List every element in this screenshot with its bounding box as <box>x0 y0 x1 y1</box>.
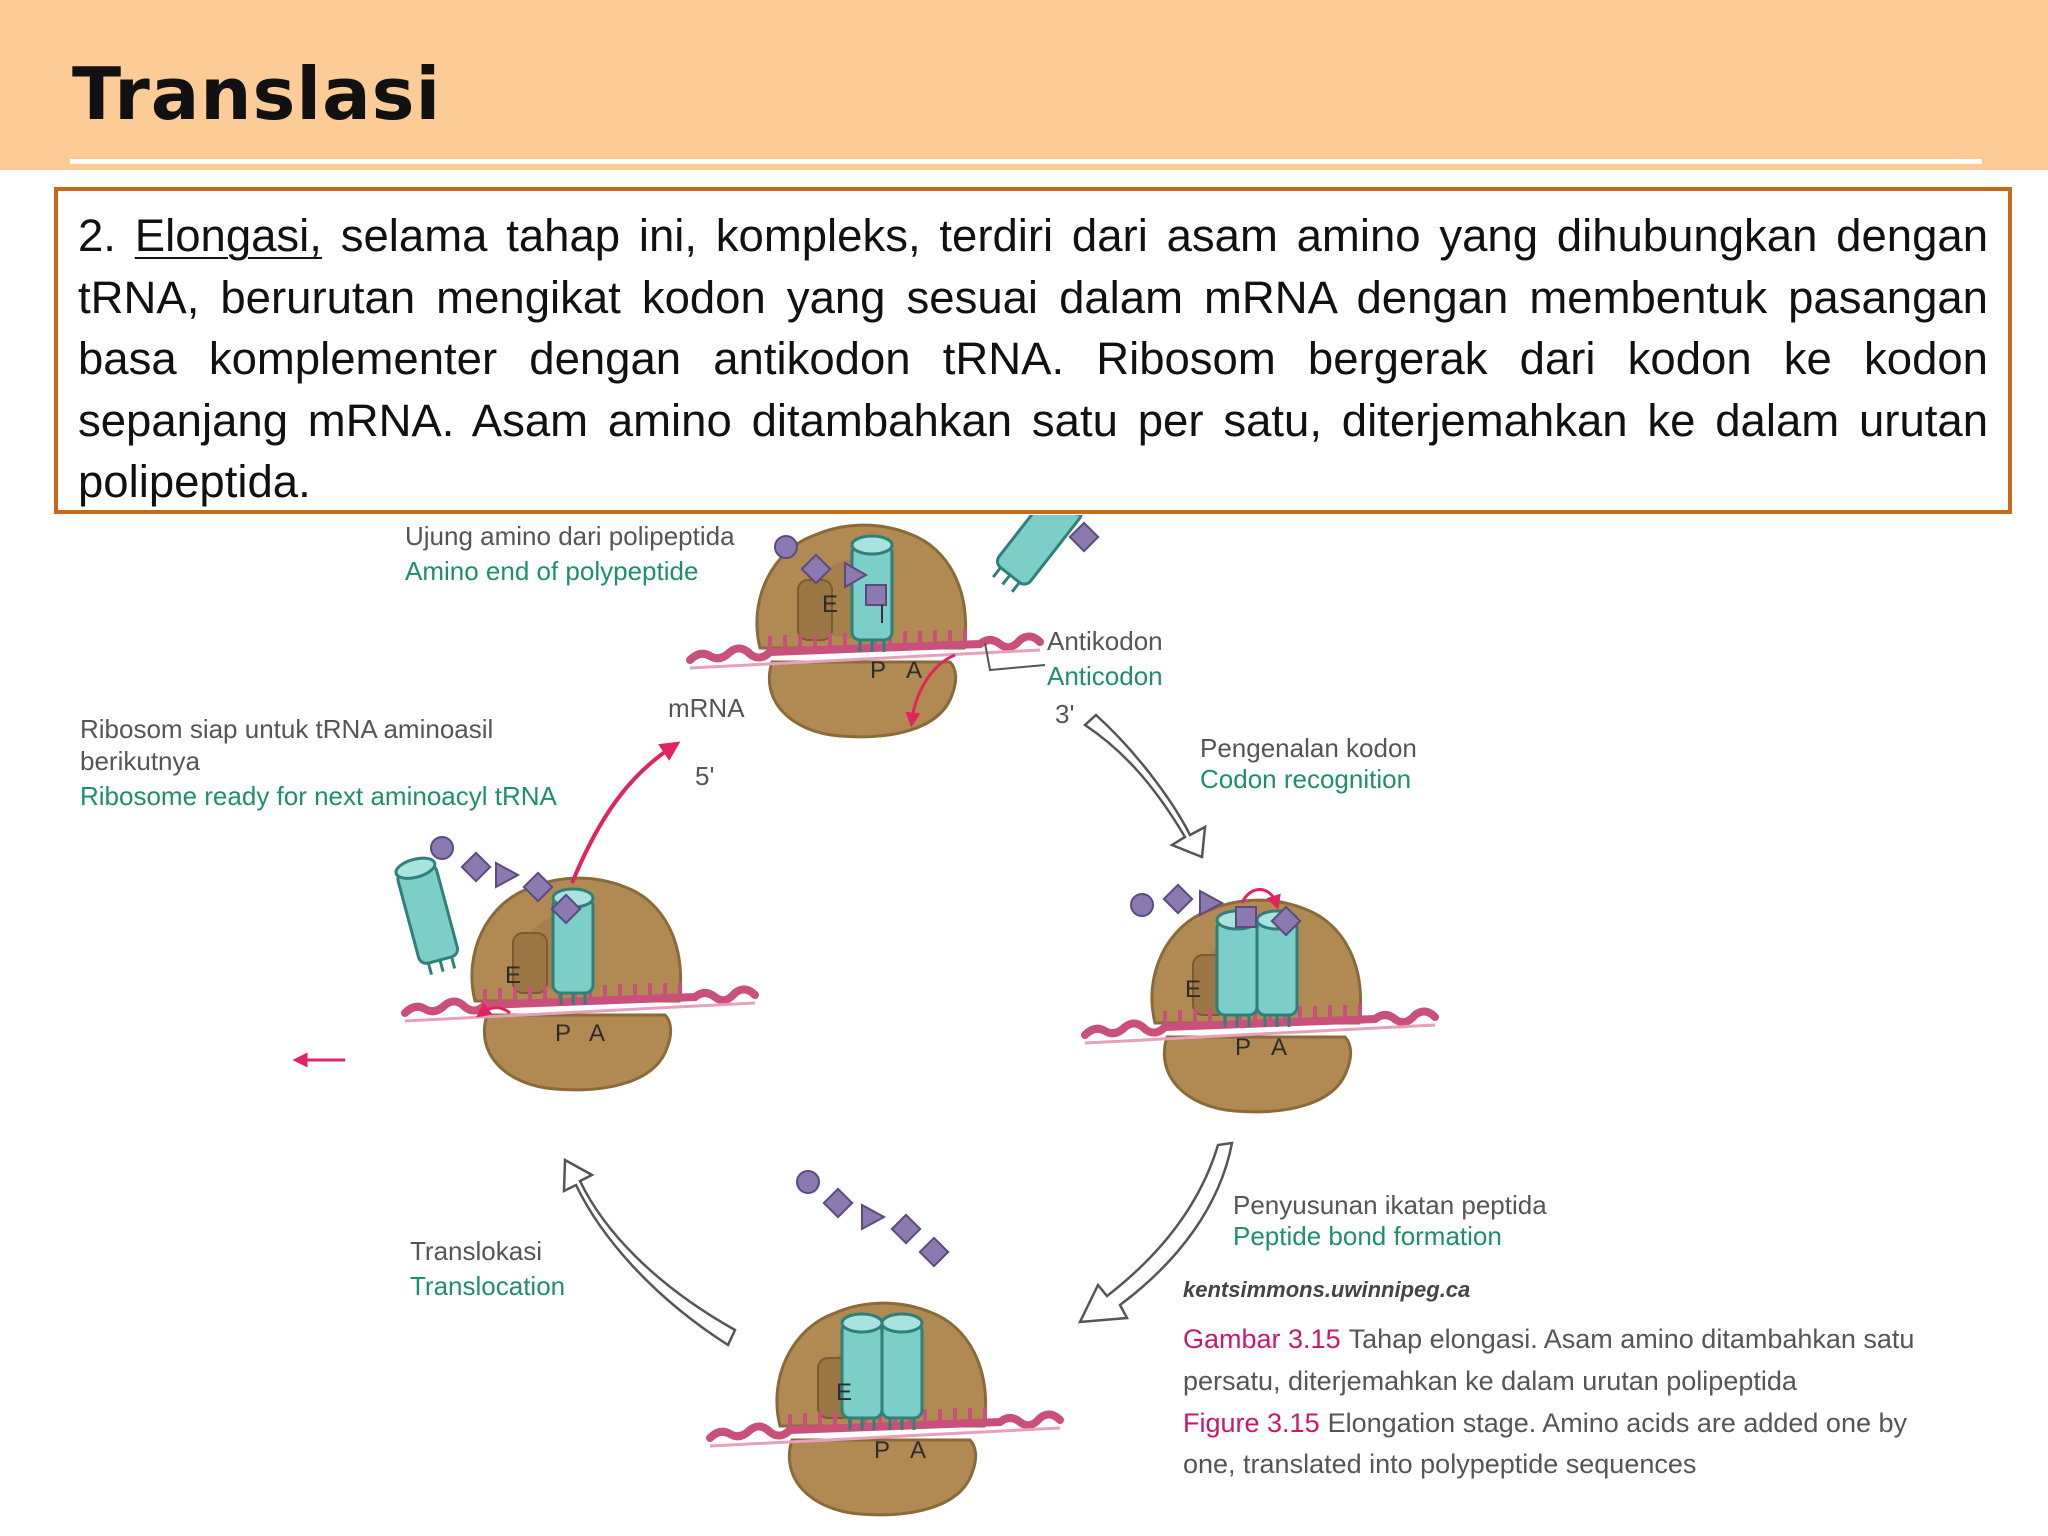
site-a-label: A <box>906 657 922 684</box>
site-p-label: P <box>1235 1034 1251 1061</box>
polypeptide-chain-top <box>774 521 1100 623</box>
caption-en-number: Figure 3.15 <box>1183 1408 1320 1438</box>
site-a-label: A <box>589 1020 605 1047</box>
header-band <box>0 0 2048 170</box>
peptide-bond-label-id: Penyusunan ikatan peptida <box>1233 1190 1547 1220</box>
exiting-trna <box>392 852 464 979</box>
site-p-label: P <box>870 657 886 684</box>
polypeptide-chain-left <box>430 836 582 925</box>
ribosome-ready-label-id-line1: Ribosom siap untuk tRNA aminoasil <box>80 714 493 744</box>
site-p-label: P <box>874 1437 890 1464</box>
elongation-paragraph: 2. Elongasi, selama tahap ini, kompleks,… <box>78 205 1988 513</box>
site-e-label: E <box>505 962 521 989</box>
anticodon-pointer <box>984 642 1046 672</box>
caption-id-line1: Gambar 3.15 Tahap elongasi. Asam amino di… <box>1183 1324 1914 1354</box>
peptide-bond-label-en: Peptide bond formation <box>1233 1221 1502 1251</box>
site-a-label: A <box>910 1437 926 1464</box>
cycle-arrow-top-to-right <box>1082 713 1207 859</box>
site-e-label: E <box>1185 976 1201 1003</box>
caption-en-line2: one, translated into polypeptide sequenc… <box>1183 1449 1696 1479</box>
ribosome-bottom: E P A <box>710 1301 1060 1517</box>
trna-exit-arrow <box>475 1002 511 1018</box>
amino-end-label-en: Amino end of polypeptide <box>405 556 698 586</box>
paragraph-term: Elongasi, <box>134 210 322 261</box>
polypeptide-chain-right <box>1130 883 1302 937</box>
three-prime-label: 3' <box>1055 699 1074 729</box>
text-box: 2. Elongasi, selama tahap ini, kompleks,… <box>54 187 2012 514</box>
source-credit: kentsimmons.uwinnipeg.ca <box>1183 1277 1470 1302</box>
cycle-arrow-bottom-to-left <box>562 1157 737 1347</box>
caption-en-line1: Figure 3.15 Elongation stage. Amino acids… <box>1183 1408 1907 1438</box>
site-p-label: P <box>555 1020 571 1047</box>
ribosome-ready-label-en: Ribosome ready for next aminoacyl tRNA <box>80 781 558 811</box>
paragraph-body: selama tahap ini, kompleks, terdiri dari… <box>78 210 1988 507</box>
site-a-label: A <box>1271 1034 1287 1061</box>
ribosome-right: E P A <box>1085 898 1435 1114</box>
caption-id-text: Tahap elongasi. Asam amino ditambahkan s… <box>1349 1324 1915 1354</box>
caption-id-number: Gambar 3.15 <box>1183 1324 1341 1354</box>
polypeptide-chain-bottom <box>796 1170 950 1268</box>
peptide-transfer-arrow <box>1240 888 1281 911</box>
amino-end-label-id: Ujung amino dari polipeptida <box>405 521 735 551</box>
trna-entry-arrow <box>905 653 956 728</box>
cycle-arrow-left-to-top <box>570 741 681 884</box>
anticodon-label-en: Anticodon <box>1047 661 1163 691</box>
codon-recognition-label-en: Codon recognition <box>1200 764 1411 794</box>
header-divider <box>70 159 1982 164</box>
translocation-label-en: Translocation <box>410 1271 565 1301</box>
caption-en-text: Elongation stage. Amino acids are added … <box>1328 1408 1908 1438</box>
cycle-arrow-right-to-bottom <box>1077 1141 1234 1324</box>
codon-recognition-label-id: Pengenalan kodon <box>1200 733 1417 763</box>
elongation-cycle-diagram: E P A E P A E P A <box>80 515 1914 1517</box>
ribosome-top: E P A <box>690 523 1040 739</box>
mrna-label: mRNA <box>668 693 745 723</box>
caption-id-line2: persatu, diterjemahkan ke dalam urutan p… <box>1183 1366 1798 1396</box>
ribosome-left: E P A <box>405 876 755 1092</box>
slide-title: Translasi <box>72 52 442 136</box>
site-e-label: E <box>836 1379 852 1406</box>
translocation-label-id: Translokasi <box>410 1236 542 1266</box>
ribosome-ready-label-id-line2: berikutnya <box>80 746 200 776</box>
incoming-trna <box>985 515 1092 599</box>
anticodon-label-id: Antikodon <box>1047 626 1163 656</box>
site-e-label: E <box>822 591 838 618</box>
paragraph-number: 2. <box>78 210 116 261</box>
five-prime-label: 5' <box>695 761 714 791</box>
